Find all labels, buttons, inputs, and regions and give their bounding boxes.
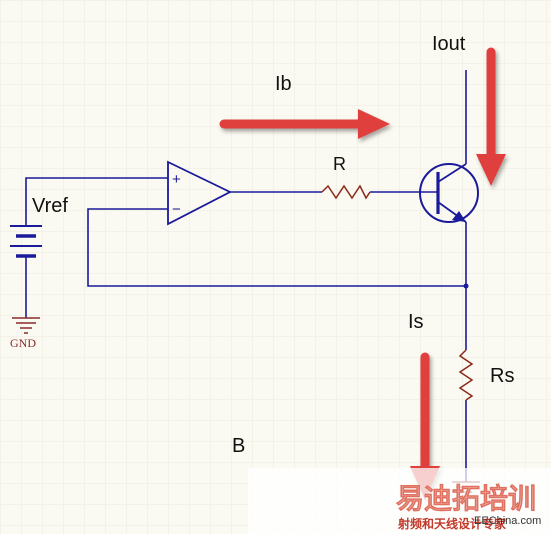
label-ib: Ib xyxy=(275,73,292,95)
resistor-rs xyxy=(458,349,474,401)
label-vref: Vref xyxy=(32,195,68,217)
transistor-collector-lead xyxy=(437,163,467,183)
npn-transistor xyxy=(419,163,479,223)
iout-arrow xyxy=(476,47,506,186)
resistor-r xyxy=(321,184,371,200)
opamp-minus-sign: − xyxy=(172,201,181,218)
label-r: R xyxy=(333,154,346,174)
wire-feedback xyxy=(87,208,466,287)
battery-vref xyxy=(10,225,42,258)
label-iout: Iout xyxy=(432,33,466,55)
opamp-plus-sign: + xyxy=(172,171,181,188)
wires xyxy=(25,70,467,482)
ib-arrow xyxy=(219,109,390,139)
label-is: Is xyxy=(408,311,424,333)
wire-vref-to-plus xyxy=(25,177,168,226)
gnd-label: GND xyxy=(10,336,36,350)
watermark: 易迪拓培训 射频和天线设计专家 EEChina.com xyxy=(248,468,551,534)
junction-node xyxy=(463,283,469,289)
watermark-backdrop xyxy=(248,468,551,534)
watermark-chinese-title: 易迪拓培训 xyxy=(396,482,536,515)
transistor-emitter-arrow xyxy=(452,211,466,222)
label-rs: Rs xyxy=(490,365,514,387)
ground-symbol-left xyxy=(12,317,40,334)
opamp: + − xyxy=(167,160,233,226)
transistor-body xyxy=(419,163,479,223)
opamp-triangle xyxy=(167,160,233,226)
label-b: B xyxy=(232,435,245,457)
watermark-site: EEChina.com xyxy=(474,515,541,527)
watermark-subtitle: 射频和天线设计专家 xyxy=(397,516,507,531)
